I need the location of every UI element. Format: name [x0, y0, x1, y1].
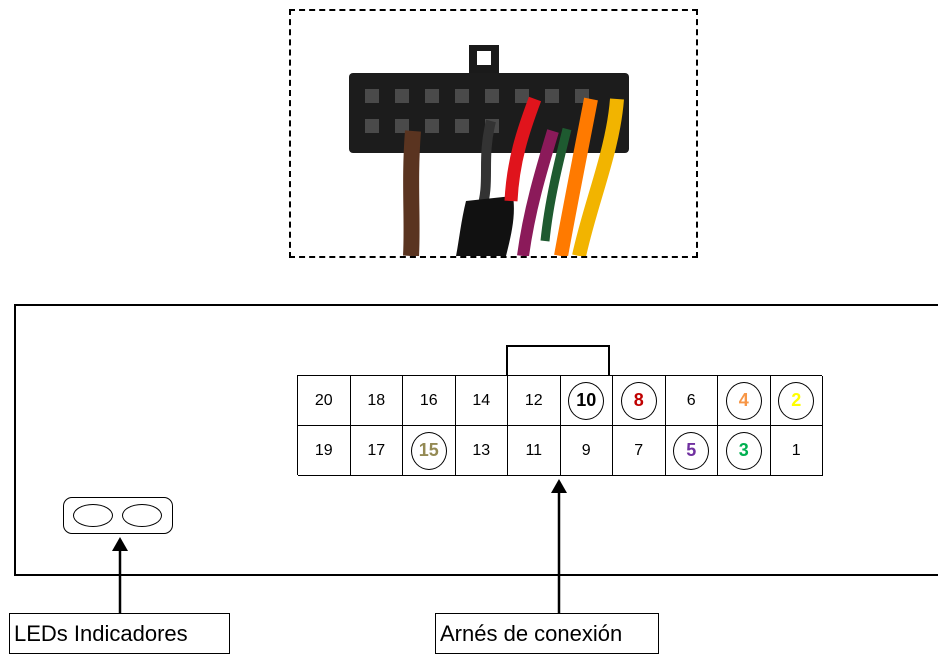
led-holder — [63, 497, 173, 534]
pin-cell: 6 — [665, 376, 718, 426]
pin-cell: 8 — [613, 376, 666, 426]
orange-wire — [554, 97, 598, 256]
pin-cell: 7 — [613, 426, 666, 476]
pin-number: 2 — [778, 381, 815, 420]
pin-number: 19 — [314, 441, 333, 459]
connector-key-tab — [506, 345, 610, 376]
pin-number: 12 — [524, 391, 543, 409]
pin-cell: 13 — [455, 426, 508, 476]
pin-cell: 10 — [560, 376, 613, 426]
pin-number: 10 — [568, 381, 605, 420]
pin-cell: 9 — [560, 426, 613, 476]
pin-cell: 4 — [718, 376, 771, 426]
pin-cell: 20 — [298, 376, 351, 426]
pin-number: 16 — [419, 391, 438, 409]
connector-photo — [349, 45, 629, 256]
pin-number: 13 — [472, 441, 491, 459]
pin-cell: 11 — [508, 426, 561, 476]
pin-number: 17 — [367, 441, 386, 459]
pin-number: 18 — [367, 391, 386, 409]
led-indicator — [122, 504, 162, 527]
pin-number: 4 — [725, 381, 762, 420]
wire-sleeve — [456, 196, 514, 256]
pin-number: 14 — [472, 391, 491, 409]
harness-arrow — [551, 479, 567, 613]
pin-cell: 2 — [770, 376, 823, 426]
pin-number: 5 — [673, 431, 710, 470]
pin-cell: 3 — [718, 426, 771, 476]
led-arrow — [112, 537, 128, 613]
pin-cell: 1 — [770, 426, 823, 476]
pin-number: 6 — [686, 391, 696, 409]
connector-latch-hole — [477, 51, 491, 65]
pin-number: 3 — [725, 431, 762, 470]
leds-label: LEDs Indicadores — [9, 613, 230, 654]
pin-cell: 15 — [403, 426, 456, 476]
pin-cell: 14 — [455, 376, 508, 426]
pin-number: 8 — [620, 381, 657, 420]
pin-cell: 5 — [665, 426, 718, 476]
pin-number: 9 — [581, 441, 591, 459]
pin-number: 11 — [525, 441, 543, 459]
pin-number: 15 — [410, 431, 447, 470]
connector-pin-holes — [365, 89, 589, 133]
pin-number: 1 — [791, 441, 801, 459]
red-wire — [504, 96, 542, 202]
brown-wire — [403, 130, 421, 256]
pin-number: 7 — [634, 441, 644, 459]
pin-cell: 19 — [298, 426, 351, 476]
green-wire — [540, 127, 572, 242]
pin-cell: 12 — [508, 376, 561, 426]
pin-cell: 18 — [350, 376, 403, 426]
connector-photo-frame — [289, 9, 698, 258]
pin-cell: 17 — [350, 426, 403, 476]
led-indicator — [73, 504, 113, 527]
pin-number: 20 — [314, 391, 333, 409]
purple-wire — [517, 129, 559, 256]
pin-cell: 16 — [403, 376, 456, 426]
harness-label: Arnés de conexión — [435, 613, 659, 654]
yellow-wire — [572, 98, 624, 256]
